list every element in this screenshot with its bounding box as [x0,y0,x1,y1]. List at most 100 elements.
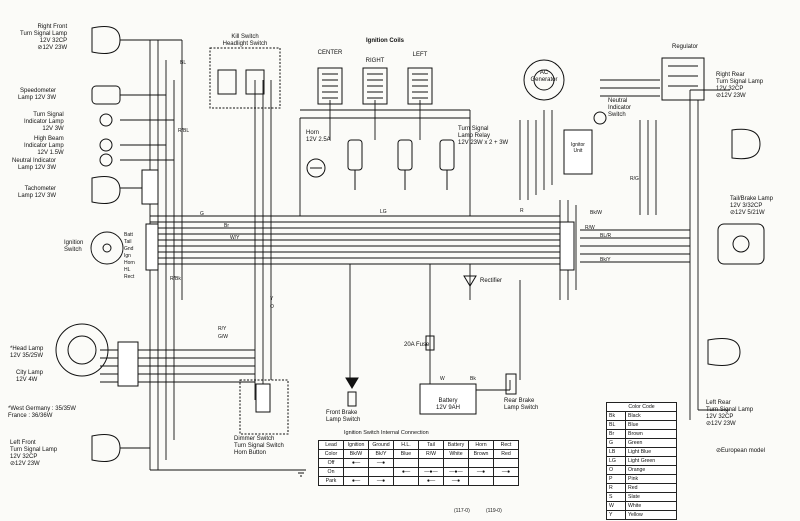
harness-connector [255,383,271,413]
rectifier-label: Rectifier [480,278,503,284]
coil-right-label: RIGHT [365,58,385,64]
table-row: On●——●——●——●—● [318,467,519,477]
wire-label: Bk/Y [600,257,611,263]
tachometer-lamp-icon [91,176,121,204]
regulator-box [661,57,705,101]
table-row: Color Code [606,402,677,412]
ignition-lead-label: Ign [124,253,131,259]
ignition-switch-icon [90,231,124,265]
ignition-lead-label: HL [124,267,131,273]
wire-label: R/W [585,225,595,231]
wire-label: R/G [630,176,639,182]
harness-connector [117,341,139,387]
ignition-coils-icon [317,67,433,105]
ignitor-unit-box [563,129,593,175]
wire-label: R/Y [218,326,227,332]
right-rear-turn-lamp-icon [731,128,761,160]
ignition-lead-label: Rect [124,274,135,280]
wire-label: R/BL [178,128,190,134]
left-rear-turn-lamp-icon [707,338,741,366]
wire-label: G [200,211,204,217]
spark-plug-icon [347,139,455,190]
head-lamp-icon [55,323,109,377]
table-row: Park●——●●——● [318,476,519,486]
ignition-coils-label: Ignition Coils [366,38,404,44]
ac-generator-icon [523,59,565,101]
wire-label: W/Y [230,235,240,241]
right-front-turn-lamp-icon [91,26,121,54]
wire-label: Y [270,296,274,302]
wire-label: Bk/W [590,210,602,216]
dimmer-switch-box [239,379,289,435]
rear-brake-switch-icon [505,373,517,395]
horn-icon [306,158,326,178]
battery-icon [419,383,477,415]
ignition-table-title: Ignition Switch Internal Connection [344,430,429,436]
neutral-switch-icon [593,111,607,125]
wire-label: G/W [218,334,228,340]
page-code: (117-0) [454,508,470,514]
wire-label: BL/R [600,233,612,239]
speedometer-lamp-icon [91,85,121,105]
left-front-turn-lamp-icon [91,434,121,462]
ignition-lead-label: Batt [124,232,133,238]
wire-label: R/Bk [170,276,181,282]
harness-connector [141,169,159,205]
harness-connector [559,221,575,271]
coil-center-label: CENTER [317,50,343,56]
harness-connector [145,223,159,271]
page-code: (119-0) [486,508,502,514]
european-model-note: ⊘European model [716,448,766,454]
wire-label: BL [180,60,187,66]
wire-label: LG [380,209,387,215]
wire-label: R [520,208,524,214]
table-row: Off●——● [318,458,519,468]
coil-left-label: LEFT [412,52,428,58]
regulator-label: Regulator [672,44,699,50]
rectifier-icon [463,275,477,287]
wire-label: W [440,376,445,382]
kill-switch-box [209,47,281,109]
tail-brake-lamp-icon [717,223,765,265]
fuse-icon [425,335,435,351]
wire-label: O [270,304,274,310]
front-brake-switch-icon [345,377,359,407]
